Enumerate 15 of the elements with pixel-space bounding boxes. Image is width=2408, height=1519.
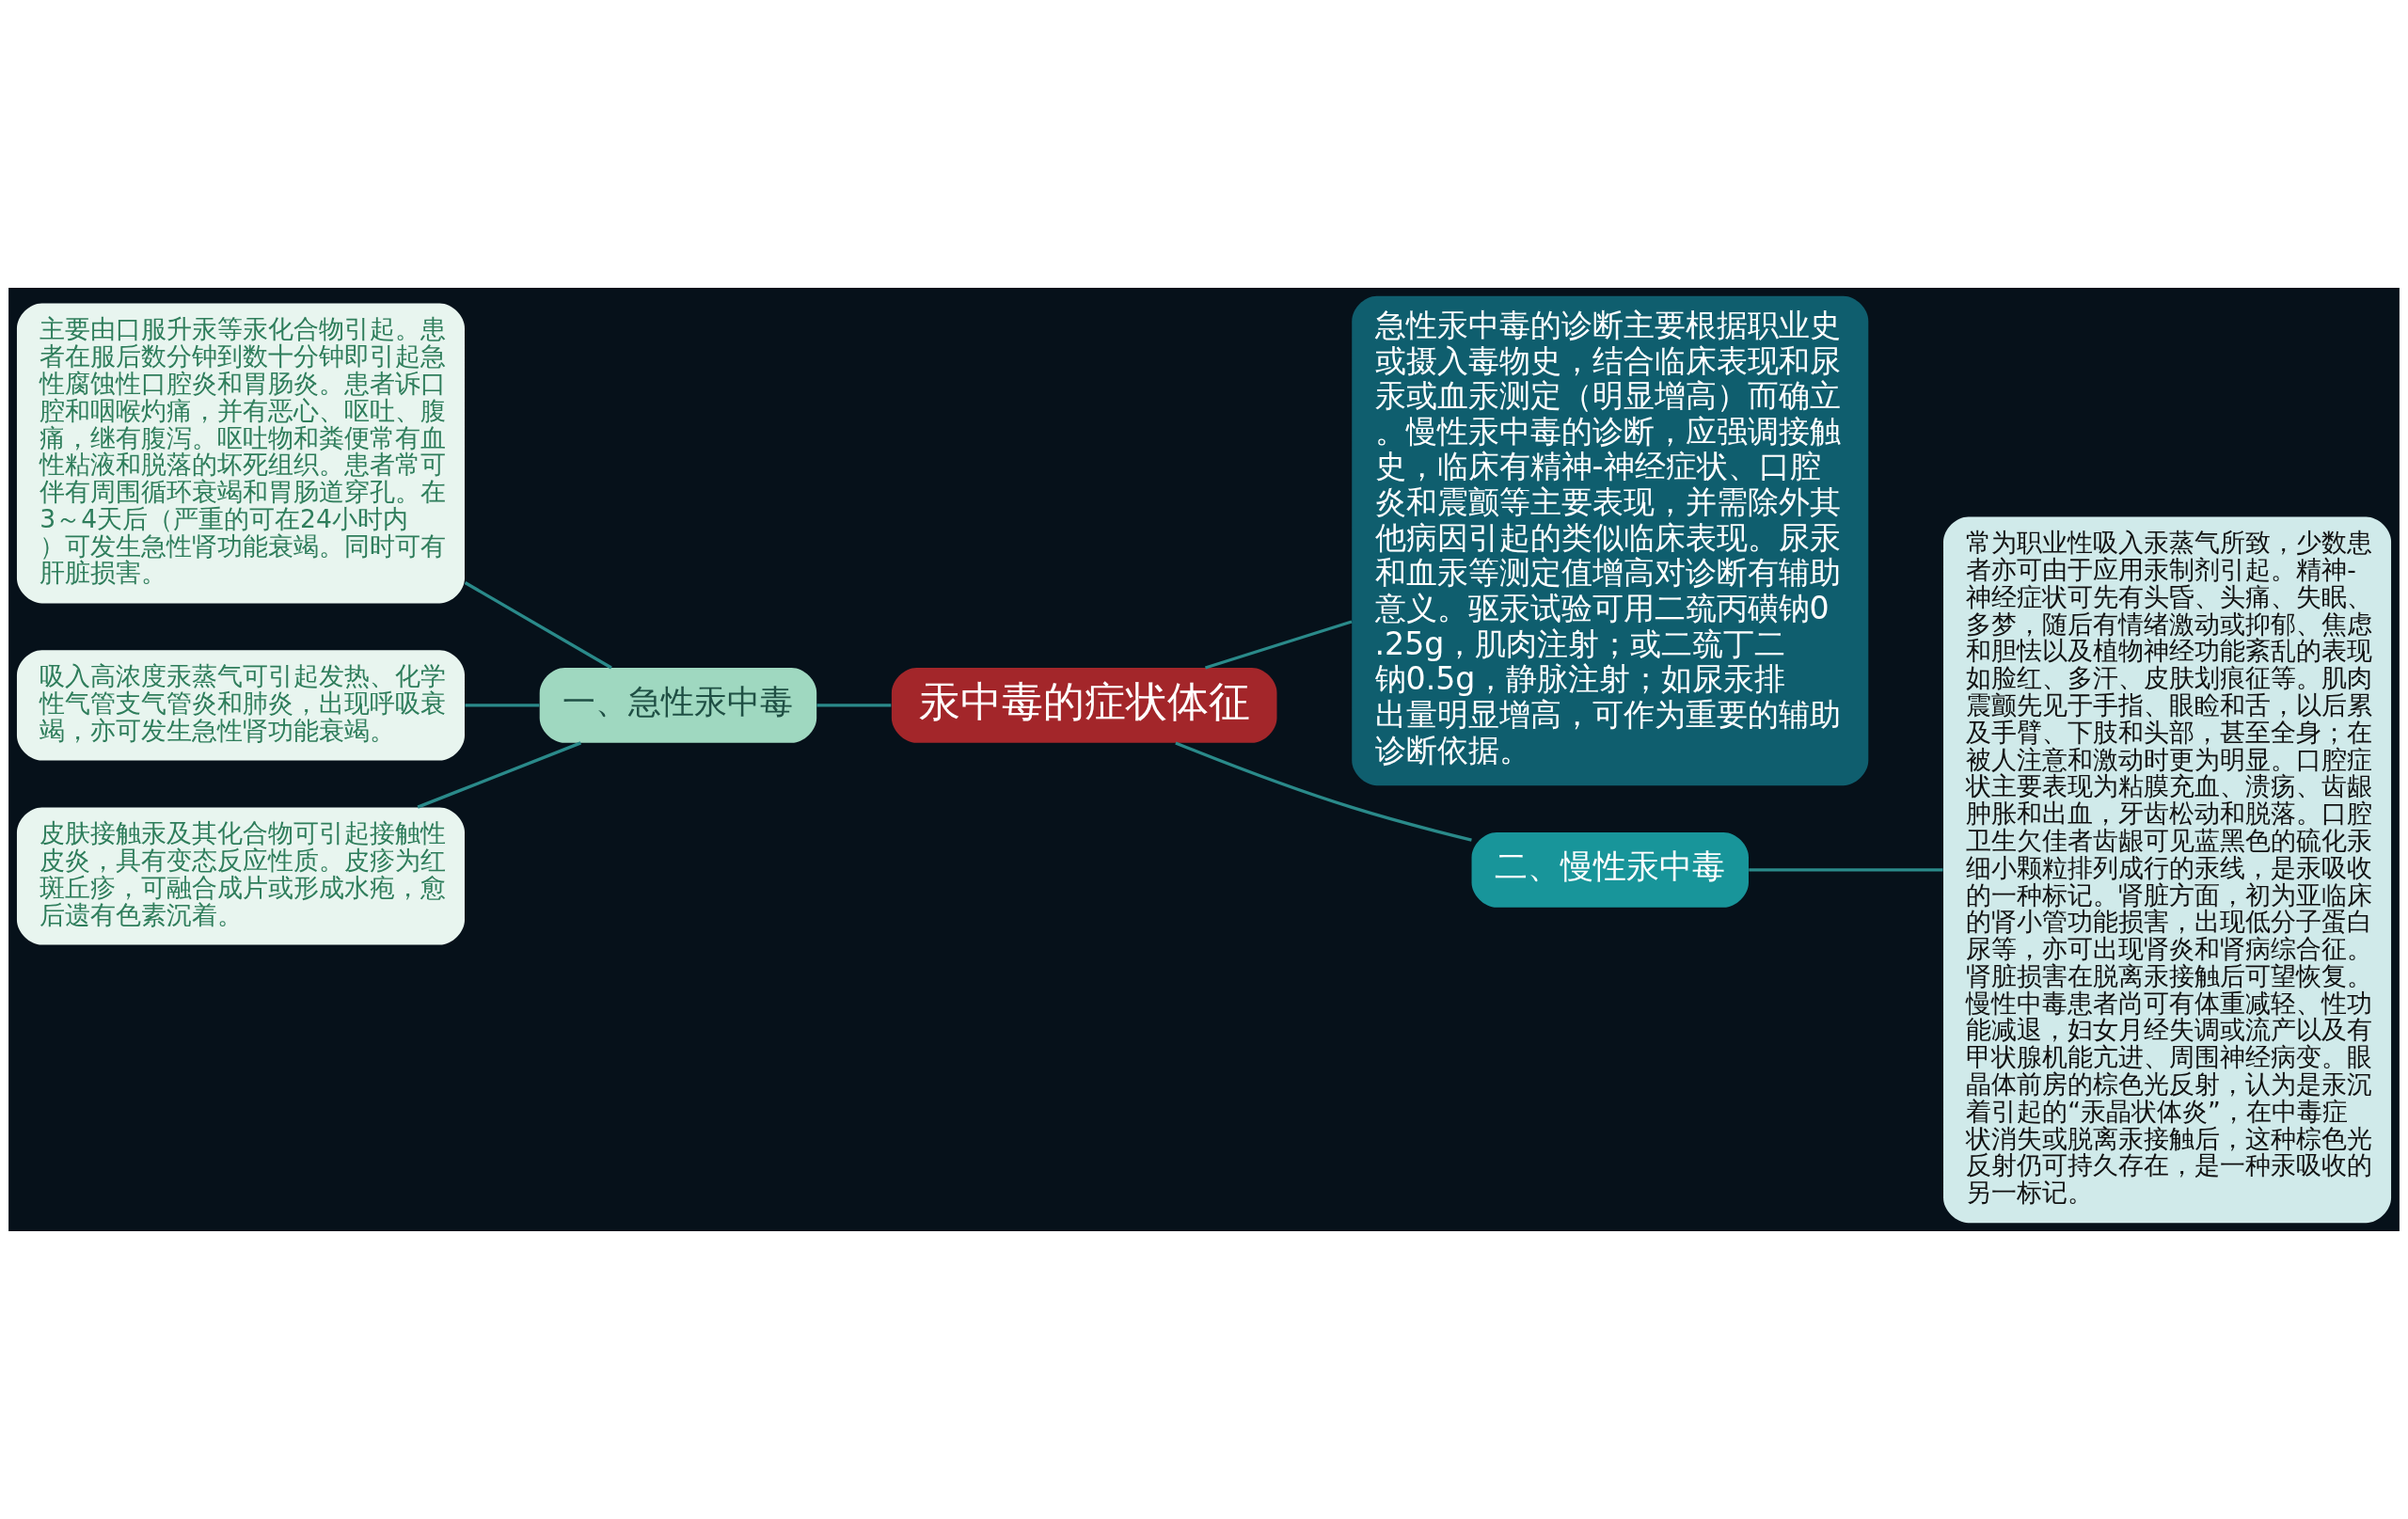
connector [816,704,892,707]
connector [465,704,540,707]
node-box: 汞中毒的症状体征 [891,668,1277,743]
connector [1749,868,1943,872]
connector [1204,620,1353,670]
node-box: 二、慢性汞中毒 [1471,832,1749,908]
node-box: 常为职业性吸入汞蒸气所致，少数患者亦可由于应用汞制剂引起。精神-神经症状可先有头昏、头痛、失眠、多梦，随后有情绪激动或抑郁、焦虑和胆怯以及植物神经功能紊乱的表现如脸红、多汗、皮肤划痕征等。肌肉震颤先见于手指、眼睑和舌，以后累及手臂、下肢和头部，甚至全身；在被人注意和激动时更为明显。口腔症状主要表现为粘膜充血、溃疡、齿龈肿胀和出血，牙齿松动和脱落。口腔卫生欠佳者齿龈可见蓝黑色的硫化汞细小颗粒排列成行的汞线，是汞吸收的一种标记。肾脏方面，初为亚临床的肾小管功能损害，出现低分子蛋白尿等，亦可出现肾炎和肾病综合征。肾脏损害在脱离汞接触后可望恢复。慢性中毒患者尚可有体重减轻、性功能减退，妇女月经失调或流产以及有甲状腺机能亢进、周围神经病变。眼晶体前房的棕色光反射，认为是汞沉着引起的“汞晶状体炎”，在中毒症状消失或脱离汞接触后，这种棕色光反射仍可持久存在，是一种汞吸收的另一标记。 [1943,516,2392,1224]
connector [417,741,581,809]
node-box: 皮肤接触汞及其化合物可引起接触性皮炎，具有变态反应性质。皮疹为红斑丘疹，可融合成片或形成水疱，愈后遗有色素沉着。 [16,807,465,945]
node-box: 吸入高浓度汞蒸气可引起发热、化学性气管支气管炎和肺炎，出现呼吸衰竭，亦可发生急性肾功能衰竭。 [16,650,465,761]
connector [464,581,612,670]
connector [1175,741,1472,842]
node-box: 主要由口服升汞等汞化合物引起。患者在服后数分钟到数十分钟即引起急性腐蚀性口腔炎和胃肠炎。患者诉口腔和咽喉灼痛，并有恶心、呕吐、腹痛，继有腹泻。呕吐物和粪便常有血性粘液和脱落的坏死组织。患者常可伴有周围循环衰竭和胃肠道穿孔。在3～4天后（严重的可在24小时内）可发生急性肾功能衰竭。同时可有肝脏损害。 [16,303,465,604]
node-box: 一、急性汞中毒 [539,668,817,743]
node-box: 急性汞中毒的诊断主要根据职业史或摄入毒物史，结合临床表现和尿汞或血汞测定（明显增高）而确立。慢性汞中毒的诊断，应强调接触史，临床有精神-神经症状、口腔炎和震颤等主要表现，并需除外其他病因引起的类似临床表现。尿汞和血汞等测定值增高对诊断有辅助意义。驱汞试验可用二巯丙磺钠0.25g，肌肉注射；或二巯丁二钠0.5g，静脉注射；如尿汞排出量明显增高，可作为重要的辅助诊断依据。 [1352,295,1869,786]
